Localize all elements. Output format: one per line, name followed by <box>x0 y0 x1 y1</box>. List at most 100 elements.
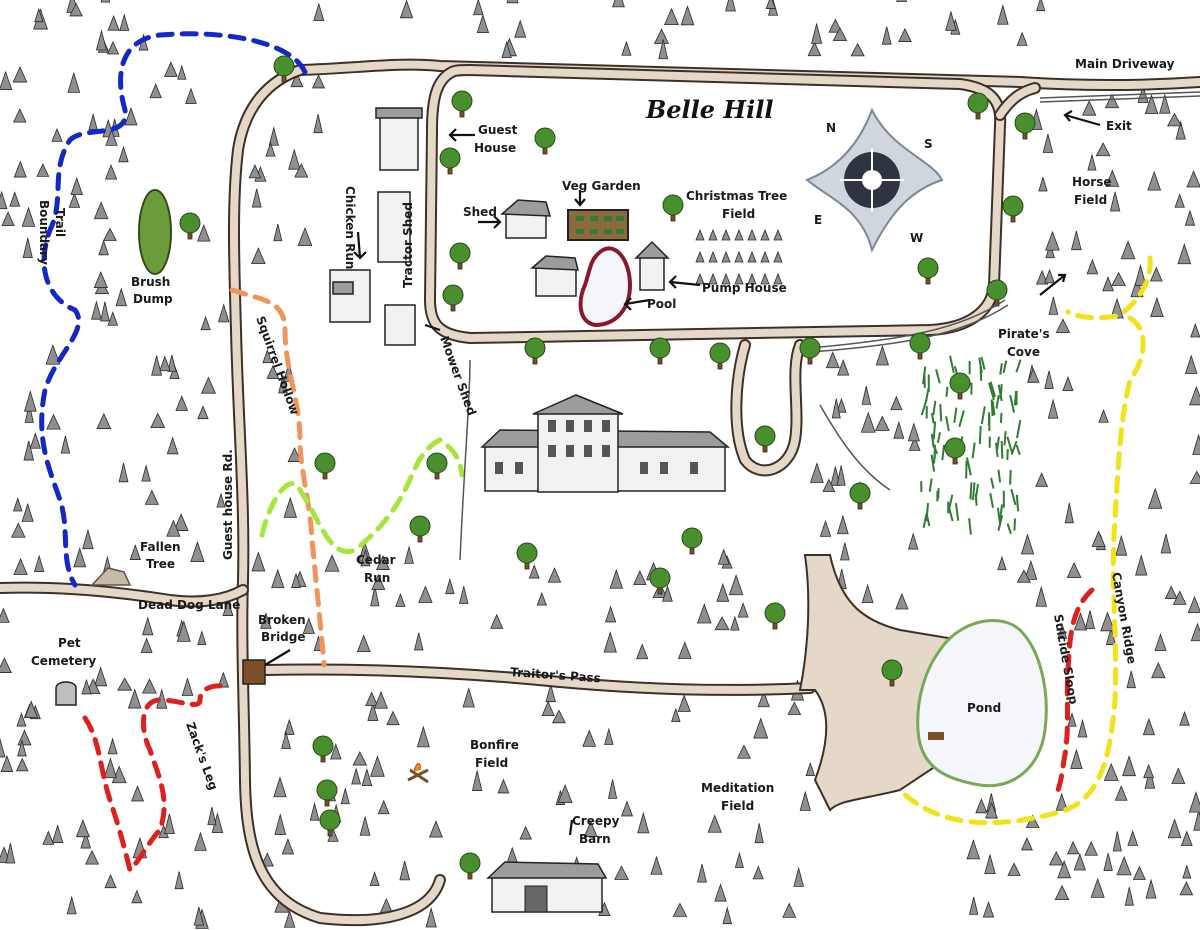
grass-blade <box>1009 469 1012 485</box>
grass-blade <box>936 432 942 443</box>
pine-tree <box>66 895 77 915</box>
pine-tree <box>1098 409 1109 423</box>
christmas-tree-field <box>695 228 783 285</box>
label-pet-cemetery: Pet <box>58 636 81 650</box>
tree-canopy <box>312 735 334 757</box>
pine-tree <box>291 572 302 588</box>
main-house <box>480 394 731 493</box>
label-zacks-leg: Zack's Leg <box>183 720 221 792</box>
pine-tree <box>222 599 234 616</box>
pine-tree <box>85 849 100 865</box>
pine-tree <box>1115 534 1128 556</box>
tree-canopy <box>944 437 966 459</box>
pond <box>916 618 1048 788</box>
pine-tree <box>1073 611 1088 631</box>
label-mower-shed: Mower Shed <box>437 334 479 417</box>
pine-tree <box>360 548 371 567</box>
pine-tree <box>1073 852 1087 871</box>
tree-canopy <box>524 337 546 359</box>
label-guest-house-2: House <box>474 141 516 155</box>
pine-tree <box>359 815 371 836</box>
pine-tree <box>173 513 189 531</box>
pine-tree <box>42 830 55 845</box>
pine-tree <box>1171 767 1186 784</box>
pine-tree <box>13 108 27 123</box>
label-pond: Pond <box>967 701 1001 715</box>
grass-blade <box>1000 440 1004 459</box>
pine-tree <box>140 637 153 653</box>
pine-tree <box>672 902 688 917</box>
veg-rows <box>576 216 624 234</box>
pine-tree <box>17 739 27 757</box>
grass-blade <box>945 386 949 397</box>
pine-tree <box>1036 0 1046 12</box>
pine-tree <box>861 386 871 405</box>
pine-tree <box>129 544 141 560</box>
label-cedar-run: Cedar <box>356 553 396 567</box>
pine-tree <box>1055 318 1071 333</box>
pine-tree <box>167 354 177 372</box>
pine-tree <box>115 287 127 307</box>
grass-blade <box>990 477 995 489</box>
grass-blade <box>930 412 935 424</box>
pine-tree <box>1149 266 1163 282</box>
pine-tree <box>1103 853 1113 871</box>
pine-tree <box>604 727 614 745</box>
pine-tree <box>608 779 618 799</box>
pine-tree <box>1177 242 1192 265</box>
pine-tree <box>677 694 691 712</box>
pine-tree <box>582 729 597 747</box>
pine-tree <box>1057 623 1068 639</box>
pine-tree <box>361 767 373 787</box>
pine-tree <box>908 436 921 451</box>
tree-canopy <box>459 852 481 874</box>
label-pump-house: Pump House <box>702 281 787 295</box>
pine-tree <box>142 616 154 636</box>
pine-tree <box>302 617 315 634</box>
pine-tree <box>69 2 83 17</box>
grass-blade <box>948 507 954 522</box>
grass-blade <box>971 482 976 501</box>
pine-tree <box>94 666 108 687</box>
label-main-driveway: Main Driveway <box>1075 57 1175 71</box>
pine-tree <box>96 412 112 429</box>
pine-tree <box>1179 881 1194 896</box>
grass-blade <box>978 357 983 373</box>
pine-tree <box>149 83 162 99</box>
pine-tree <box>984 853 996 874</box>
pine-tree <box>1175 120 1186 140</box>
pine-tree <box>1147 170 1162 191</box>
label-guest-house-rd: Guest house Rd. <box>221 449 235 560</box>
tree-canopy <box>319 809 341 831</box>
pine-tree <box>1187 595 1200 614</box>
pine-tree <box>1184 209 1196 226</box>
tree-canopy <box>451 90 473 112</box>
pine-tree <box>636 643 649 660</box>
pine-tree <box>103 757 117 779</box>
pine-tree <box>281 837 295 855</box>
pine-tree <box>413 632 424 651</box>
pine-tree <box>5 843 16 864</box>
pine-tree <box>163 61 178 77</box>
pine-tree <box>819 519 832 537</box>
pine-tree <box>70 176 83 196</box>
pine-tree <box>379 897 393 913</box>
christmas-tree <box>721 272 731 285</box>
grass-blade <box>968 518 972 535</box>
zacks-leg-trail <box>82 683 225 875</box>
pine-tree <box>609 568 624 589</box>
pine-tree <box>197 630 207 645</box>
grass-blade <box>939 403 943 422</box>
pine-tree <box>583 820 598 837</box>
label-christmas-tree-field: Christmas Tree <box>686 189 787 203</box>
pine-tree <box>51 127 63 142</box>
pine-tree <box>1110 297 1124 319</box>
pine-tree <box>150 412 166 428</box>
pine-tree <box>98 239 109 256</box>
grass-blade <box>930 433 935 448</box>
pine-tree <box>107 311 119 326</box>
pine-tree <box>395 593 406 607</box>
pine-tree <box>386 710 400 726</box>
pine-tree <box>80 830 92 849</box>
pine-tree <box>730 615 740 631</box>
